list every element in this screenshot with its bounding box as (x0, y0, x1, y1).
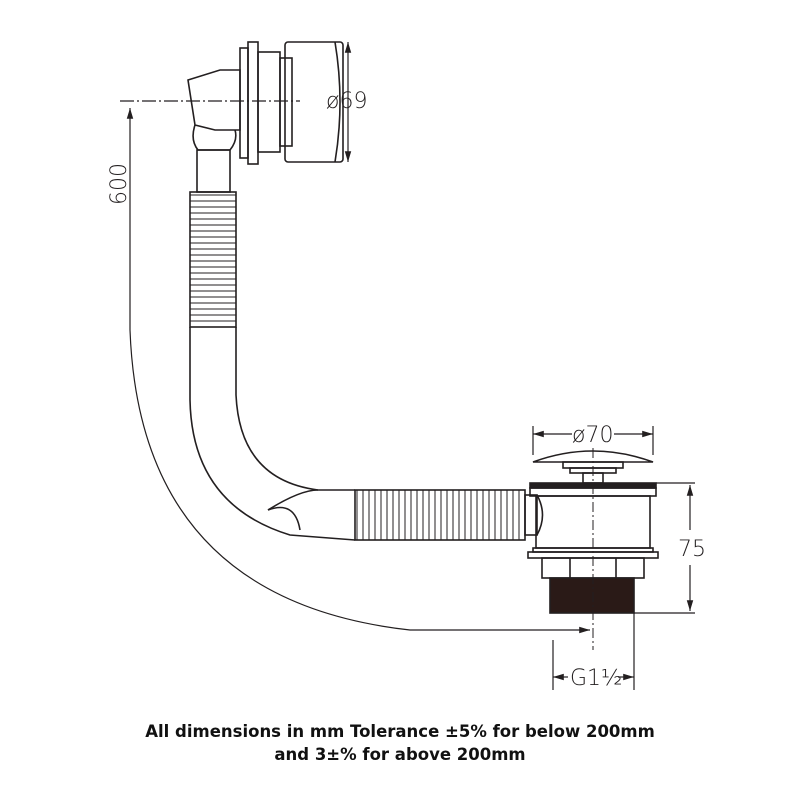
thread-label: G1½ (570, 666, 622, 691)
length-label: 600 (107, 163, 132, 205)
waste-diameter-label: ø70 (572, 423, 613, 448)
corrugated-section (189, 191, 237, 328)
overflow-diameter-label: ø69 (326, 89, 367, 114)
caption-line-1: All dimensions in mm Tolerance ±5% for b… (145, 722, 655, 741)
waste-body (527, 448, 659, 650)
tolerance-caption: All dimensions in mm Tolerance ±5% for b… (0, 720, 800, 766)
waste-height-label: 75 (678, 537, 706, 562)
waste-cap (532, 450, 654, 463)
overflow-elbow (187, 69, 241, 131)
overflow-pipe (189, 149, 544, 541)
dimension-lines (120, 41, 695, 690)
corrugated-section-horizontal (354, 489, 526, 541)
thread (549, 577, 635, 614)
overflow-cap (284, 41, 344, 163)
caption-line-2: and 3±% for above 200mm (274, 745, 526, 764)
overflow-head (187, 41, 344, 165)
